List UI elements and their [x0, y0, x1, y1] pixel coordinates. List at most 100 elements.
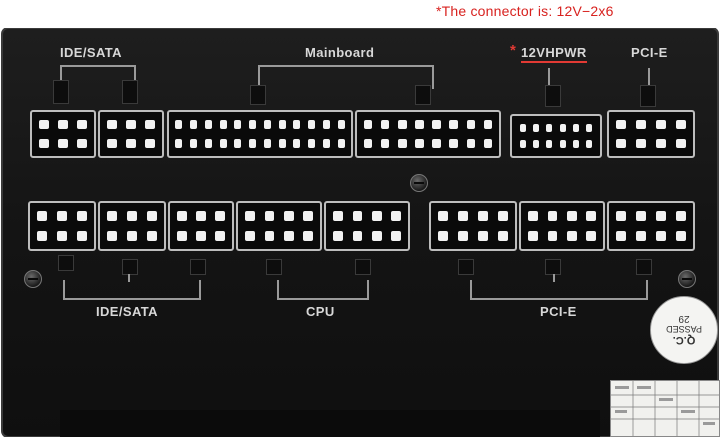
pin	[458, 231, 469, 241]
latch	[53, 80, 69, 104]
pin	[675, 211, 686, 221]
pin	[39, 138, 49, 149]
pin	[363, 138, 373, 149]
pcie-bracket-stem	[553, 274, 555, 282]
pin	[190, 119, 198, 130]
pin	[234, 119, 242, 130]
pin	[56, 211, 67, 221]
pin	[245, 211, 255, 221]
mainboard-port-main[interactable]	[167, 110, 353, 158]
latch	[458, 259, 474, 275]
pin	[655, 231, 666, 241]
vhpwr-port[interactable]	[510, 114, 602, 158]
cpu-port-1[interactable]	[236, 201, 322, 251]
pin	[636, 138, 647, 149]
pin	[566, 211, 577, 221]
pin	[352, 231, 363, 241]
pin	[458, 211, 469, 221]
pin	[616, 119, 627, 130]
pin	[572, 140, 579, 148]
pin	[263, 119, 271, 130]
pin	[466, 138, 476, 149]
pcie-top-stem	[648, 68, 650, 88]
pin	[371, 211, 382, 221]
pin	[264, 211, 275, 221]
pin	[249, 119, 257, 130]
pin	[415, 119, 424, 130]
pin	[234, 138, 242, 149]
pin	[303, 211, 313, 221]
pin	[337, 138, 345, 149]
pcie-port-3[interactable]	[607, 201, 695, 251]
pin	[215, 211, 225, 221]
pin	[528, 231, 538, 241]
cpu-port-2[interactable]	[324, 201, 410, 251]
ide-sata-port-2[interactable]	[98, 110, 164, 158]
mainboard-port-aux[interactable]	[355, 110, 501, 158]
pin	[56, 231, 67, 241]
pin	[107, 138, 117, 149]
qc-line-3: 29	[678, 313, 690, 325]
pin	[126, 231, 137, 241]
pin	[572, 124, 579, 132]
pin	[675, 231, 686, 241]
pin	[585, 124, 592, 132]
ide-sata-bracket-stem	[128, 274, 130, 282]
pin	[533, 124, 540, 132]
pcie-port-1[interactable]	[429, 201, 517, 251]
pin	[126, 138, 136, 149]
pin	[616, 211, 627, 221]
pin	[546, 124, 553, 132]
pin	[432, 138, 441, 149]
latch	[266, 259, 282, 275]
vhpwr-label: 12VHPWR	[521, 45, 587, 63]
pin	[497, 231, 508, 241]
vhpwr-star: *	[510, 42, 517, 59]
pin	[146, 211, 157, 221]
pin	[398, 119, 407, 130]
pin	[37, 211, 48, 221]
pin	[380, 119, 390, 130]
pin	[391, 211, 401, 221]
pin	[398, 138, 407, 149]
ide-sata-top-label: IDE/SATA	[60, 45, 122, 60]
latch	[415, 85, 431, 105]
pcie-port-top[interactable]	[607, 110, 695, 158]
pin	[308, 138, 316, 149]
pcie-port-2[interactable]	[519, 201, 605, 251]
pin	[675, 138, 686, 149]
pcie-bottom-bracket	[470, 280, 648, 300]
pin	[483, 119, 493, 130]
pin	[547, 231, 558, 241]
ide-sata-port-1[interactable]	[30, 110, 96, 158]
pin	[655, 119, 666, 130]
pin	[219, 119, 227, 130]
pin	[264, 231, 275, 241]
pin	[438, 211, 449, 221]
ide-sata-top-bracket	[60, 65, 136, 80]
pin	[477, 231, 488, 241]
pin	[245, 231, 255, 241]
ide-sata-bottom-label: IDE/SATA	[96, 304, 158, 319]
pin	[391, 231, 401, 241]
pin	[449, 119, 458, 130]
mainboard-bracket	[258, 65, 434, 89]
pin	[283, 211, 294, 221]
pin	[432, 119, 441, 130]
pin	[196, 211, 206, 221]
pin	[415, 138, 424, 149]
pin	[520, 124, 527, 132]
ide-sata-port-3[interactable]	[28, 201, 96, 251]
cpu-label: CPU	[306, 304, 335, 319]
pin	[278, 119, 286, 130]
pin	[126, 119, 136, 130]
pin	[566, 231, 577, 241]
pin	[303, 231, 313, 241]
pin	[107, 119, 117, 130]
pin	[77, 119, 87, 130]
pin	[380, 138, 390, 149]
latch	[190, 259, 206, 275]
ide-sata-port-5[interactable]	[168, 201, 234, 251]
ide-sata-port-4[interactable]	[98, 201, 166, 251]
pin	[215, 231, 225, 241]
